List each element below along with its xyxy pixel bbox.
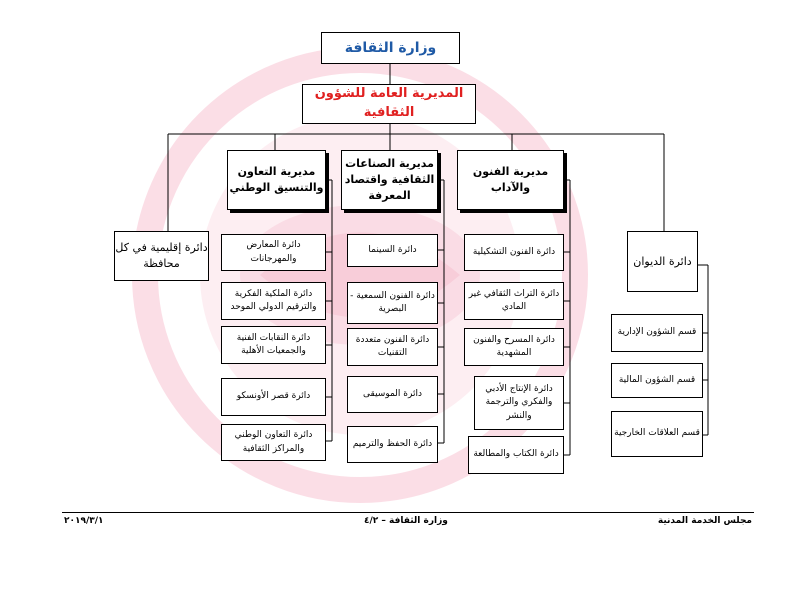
footer-page: وزارة الثقافة – ٤/٢ bbox=[364, 516, 448, 526]
industries-unit-label: دائرة الفنون السمعية - البصرية bbox=[350, 290, 435, 314]
industries-unit-label: دائرة الموسيقى bbox=[363, 388, 422, 399]
directorate-cooperation-label: مديرية التعاون والتنسيق الوطني bbox=[229, 165, 324, 194]
arts-unit-label: دائرة الفنون التشكيلية bbox=[472, 246, 556, 257]
arts-unit-box: دائرة التراث الثقافي غير المادي bbox=[464, 282, 564, 320]
diwan-unit-label: قسم الشؤون المالية bbox=[618, 374, 696, 385]
cooperation-unit-box: دائرة المعارض والمهرجانات bbox=[221, 234, 326, 271]
arts-unit-box: دائرة الفنون التشكيلية bbox=[464, 234, 564, 271]
cooperation-unit-label: دائرة قصر الأونسكو bbox=[236, 391, 311, 402]
industries-unit-label: دائرة السينما bbox=[368, 244, 417, 255]
diwan-label: دائرة الديوان bbox=[633, 254, 692, 268]
industries-unit-box: دائرة السينما bbox=[347, 234, 438, 267]
ministry-label: وزارة الثقافة bbox=[344, 39, 437, 56]
cooperation-unit-box: دائرة النقابات الفنية والجمعيات الأهلية bbox=[221, 326, 326, 364]
regional-office-box: دائرة إقليمية في كل محافظة bbox=[114, 231, 209, 281]
directorate-cooperation: مديرية التعاون والتنسيق الوطني bbox=[227, 150, 326, 210]
cooperation-unit-box: دائرة قصر الأونسكو bbox=[221, 378, 326, 416]
arts-unit-label: دائرة الكتاب والمطالعة bbox=[473, 449, 559, 460]
directorate-arts: مديرية الفنون والآداب bbox=[457, 150, 564, 210]
cooperation-unit-label: دائرة التعاون الوطني والمراكز الثقافية bbox=[234, 430, 313, 454]
directorate-industries: مديرية الصناعات الثقافية واقتصاد المعرفة bbox=[341, 150, 438, 210]
regional-office-label: دائرة إقليمية في كل محافظة bbox=[115, 241, 208, 270]
directorate-arts-label: مديرية الفنون والآداب bbox=[472, 165, 549, 194]
industries-unit-box: دائرة الفنون متعددة التقنيات bbox=[347, 328, 438, 366]
arts-unit-label: دائرة التراث الثقافي غير المادي bbox=[468, 288, 560, 312]
arts-unit-box: دائرة المسرح والفنون المشهدية bbox=[464, 328, 564, 366]
industries-unit-box: دائرة الحفظ والترميم bbox=[347, 426, 438, 463]
cooperation-unit-box: دائرة التعاون الوطني والمراكز الثقافية bbox=[221, 424, 326, 461]
ministry-box: وزارة الثقافة bbox=[321, 32, 460, 64]
arts-unit-box: دائرة الكتاب والمطالعة bbox=[468, 436, 564, 474]
directorate-industries-label: مديرية الصناعات الثقافية واقتصاد المعرفة bbox=[344, 157, 435, 202]
diwan-unit-box: قسم الشؤون المالية bbox=[611, 363, 703, 398]
arts-unit-label: دائرة المسرح والفنون المشهدية bbox=[473, 334, 555, 358]
arts-unit-box: دائرة الإنتاج الأدبي والفكري والترجمة وا… bbox=[474, 376, 564, 430]
industries-unit-box: دائرة الفنون السمعية - البصرية bbox=[347, 282, 438, 324]
footer-divider bbox=[62, 512, 754, 513]
footer-date: ٢٠١٩/٣/١ bbox=[64, 516, 104, 526]
general-directorate-box: المديرية العامة للشؤون الثقافية bbox=[302, 84, 476, 124]
diwan-unit-box: قسم العلاقات الخارجية bbox=[611, 411, 703, 457]
cooperation-unit-box: دائرة الملكية الفكرية والترقيم الدولي ال… bbox=[221, 282, 326, 320]
diwan-unit-box: قسم الشؤون الإدارية bbox=[611, 314, 703, 352]
footer-organization: مجلس الخدمة المدنية bbox=[657, 516, 752, 526]
diwan-box: دائرة الديوان bbox=[627, 231, 698, 292]
diwan-unit-label: قسم العلاقات الخارجية bbox=[614, 428, 700, 439]
cooperation-unit-label: دائرة الملكية الفكرية والترقيم الدولي ال… bbox=[230, 288, 317, 312]
industries-unit-label: دائرة الحفظ والترميم bbox=[352, 438, 433, 449]
arts-unit-label: دائرة الإنتاج الأدبي والفكري والترجمة وا… bbox=[485, 384, 553, 421]
cooperation-unit-label: دائرة النقابات الفنية والجمعيات الأهلية bbox=[236, 332, 311, 356]
diwan-unit-label: قسم الشؤون الإدارية bbox=[617, 327, 697, 338]
general-directorate-label: المديرية العامة للشؤون الثقافية bbox=[314, 86, 464, 120]
industries-unit-label: دائرة الفنون متعددة التقنيات bbox=[355, 334, 430, 358]
cooperation-unit-label: دائرة المعارض والمهرجانات bbox=[246, 240, 301, 264]
industries-unit-box: دائرة الموسيقى bbox=[347, 376, 438, 413]
